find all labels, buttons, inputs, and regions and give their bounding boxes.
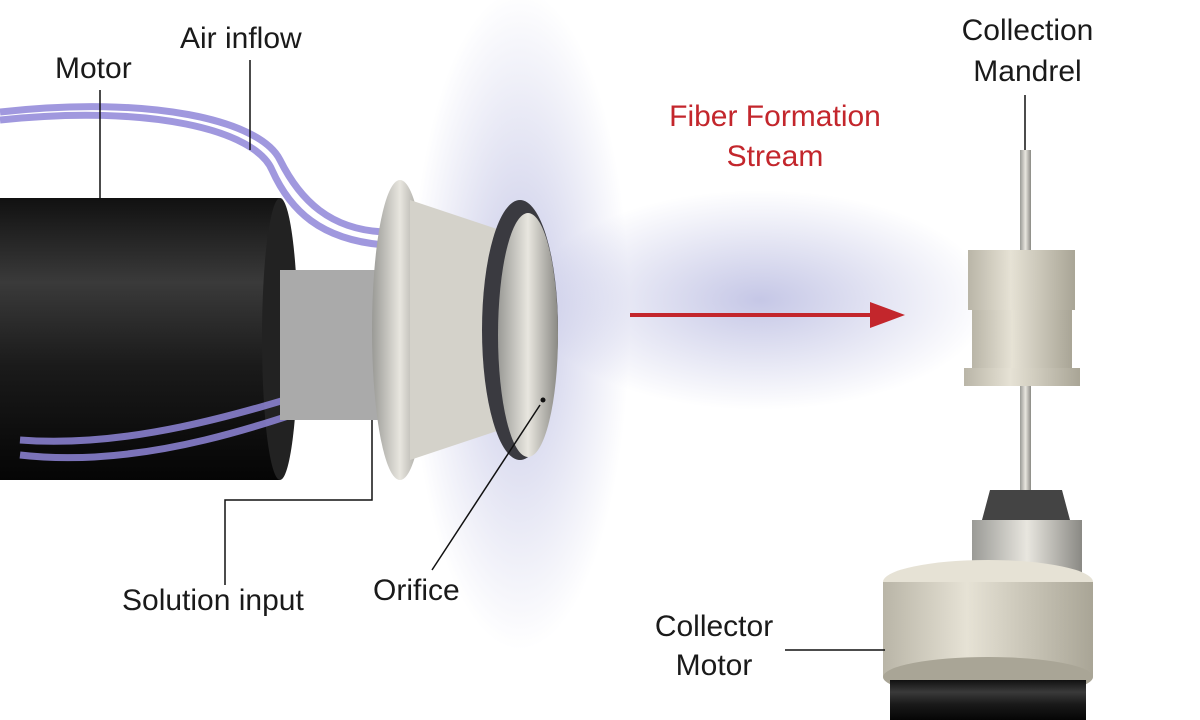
label-collection-mandrel-1: Collection [961,14,1094,47]
collection-mandrel [964,150,1082,580]
label-orifice: Orifice [373,574,460,607]
label-fiber-stream-1: Fiber Formation [669,100,881,133]
label-fiber-stream-2: Stream [726,140,824,173]
label-motor: Motor [55,52,132,85]
label-collector-motor-1: Collector [654,610,774,643]
label-collection-mandrel-2: Mandrel [973,55,1082,88]
label-collector-motor-2: Motor [675,649,753,682]
collector-motor [883,560,1093,720]
leader-lines [99,60,1026,651]
label-air-inflow: Air inflow [180,22,302,55]
spinneret-head [280,180,558,480]
flow-arrow [630,302,905,328]
label-solution-input: Solution input [122,584,304,617]
